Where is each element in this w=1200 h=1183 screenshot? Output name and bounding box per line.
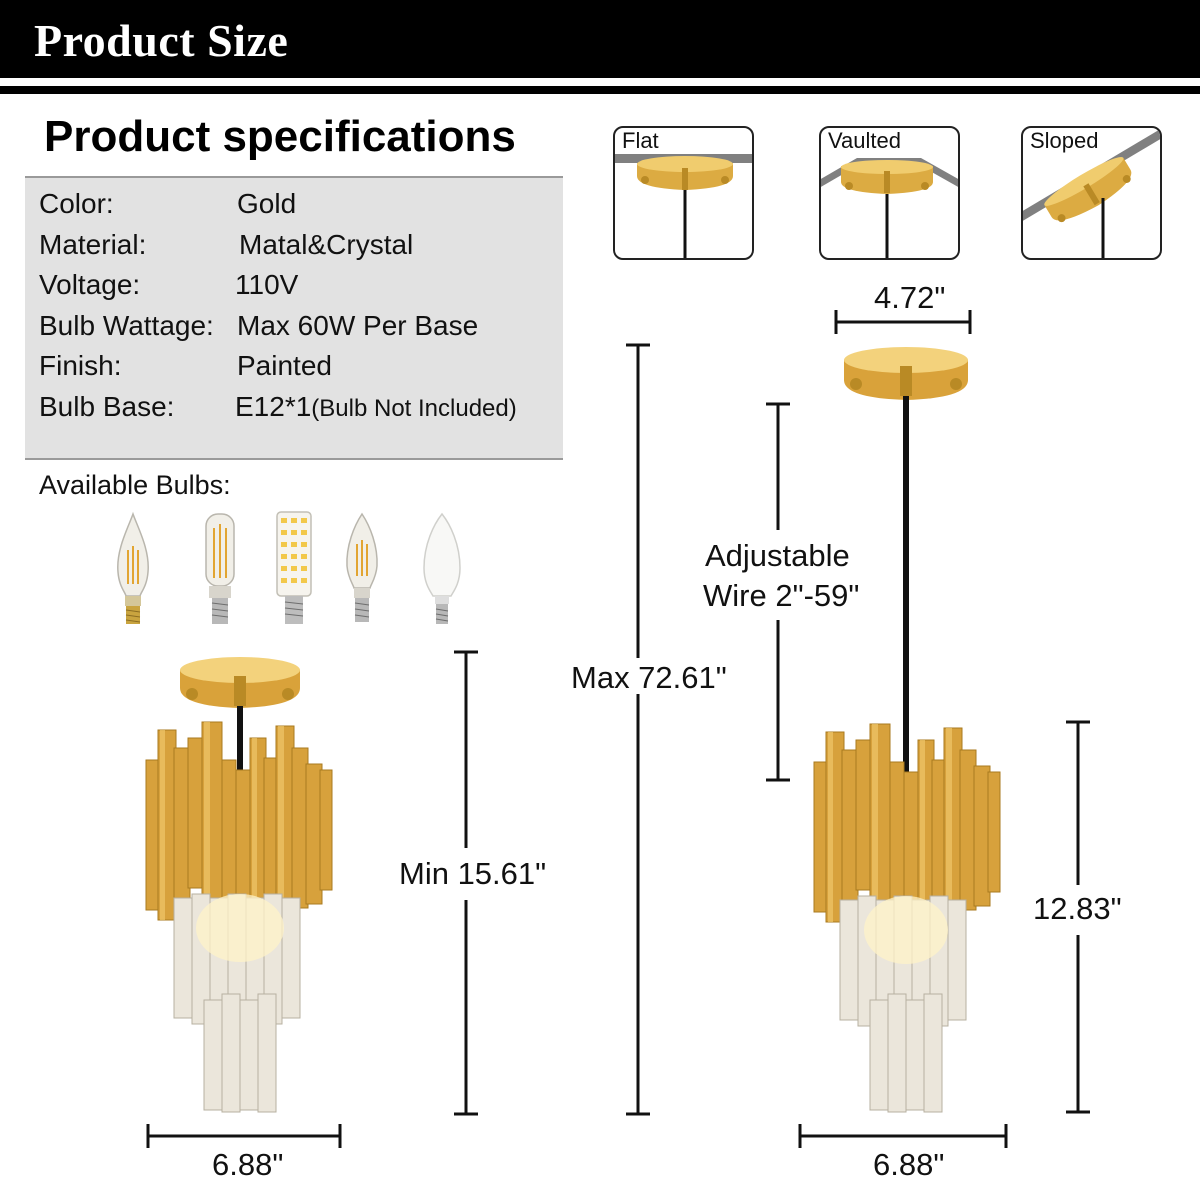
header-bar [0,0,1200,78]
torpedo-filament-bulb-icon [346,512,378,622]
right-width-label: 6.88" [873,1147,945,1182]
spec-value: Matal&Crystal [239,229,414,260]
spec-value-base: E12*1 [235,391,312,422]
page-title: Product Size [34,15,289,66]
frosted-candle-bulb-icon [423,512,461,624]
spec-value: Max 60W Per Base [237,310,479,341]
flat-ceiling-illustration [615,154,752,258]
adjustable-wire-range-label: Wire 2"-59" [703,578,860,613]
spec-value: 110V [235,269,299,300]
available-bulbs-label: Available Bulbs: [39,470,231,500]
sloped-ceiling-illustration [1023,129,1160,258]
canopy-width-label: 4.72" [874,280,946,315]
spec-label: Finish: [39,350,122,381]
mount-label: Vaulted [828,128,901,153]
corn-led-bulb-icon [276,511,312,624]
spec-label: Voltage: [39,269,141,300]
mount-option-sloped: Sloped [1021,126,1162,260]
chandelier-retracted-illustration [145,657,333,1113]
chandelier-extended-illustration [813,347,1001,1113]
spec-value: Painted [237,350,332,381]
header-divider [0,86,1200,94]
vaulted-ceiling-illustration [821,158,958,258]
spec-value: Gold [237,188,297,219]
spec-value-note: (Bulb Not Included) [311,395,517,422]
spec-label: Bulb Wattage: [39,310,214,341]
left-width-label: 6.88" [212,1147,284,1182]
tubular-filament-bulb-icon [205,513,235,624]
mount-option-vaulted: Vaulted [819,126,960,260]
spec-label: Color: [39,188,114,219]
mount-label: Sloped [1030,128,1099,153]
max-height-label: Max 72.61" [571,660,727,695]
mount-option-flat: Flat [613,126,754,260]
mount-label: Flat [622,128,659,153]
spec-table: Color: Gold Material: Matal&Crystal Volt… [25,176,563,460]
body-height-label: 12.83" [1033,891,1122,926]
min-height-label: Min 15.61" [399,856,547,891]
candle-filament-bulb-icon [117,511,149,624]
spec-title: Product specifications [44,112,516,161]
spec-label: Bulb Base: [39,391,175,422]
spec-value: E12*1(Bulb Not Included) [235,391,517,423]
adjustable-wire-label: Adjustable [705,538,850,573]
spec-label: Material: [39,229,147,260]
